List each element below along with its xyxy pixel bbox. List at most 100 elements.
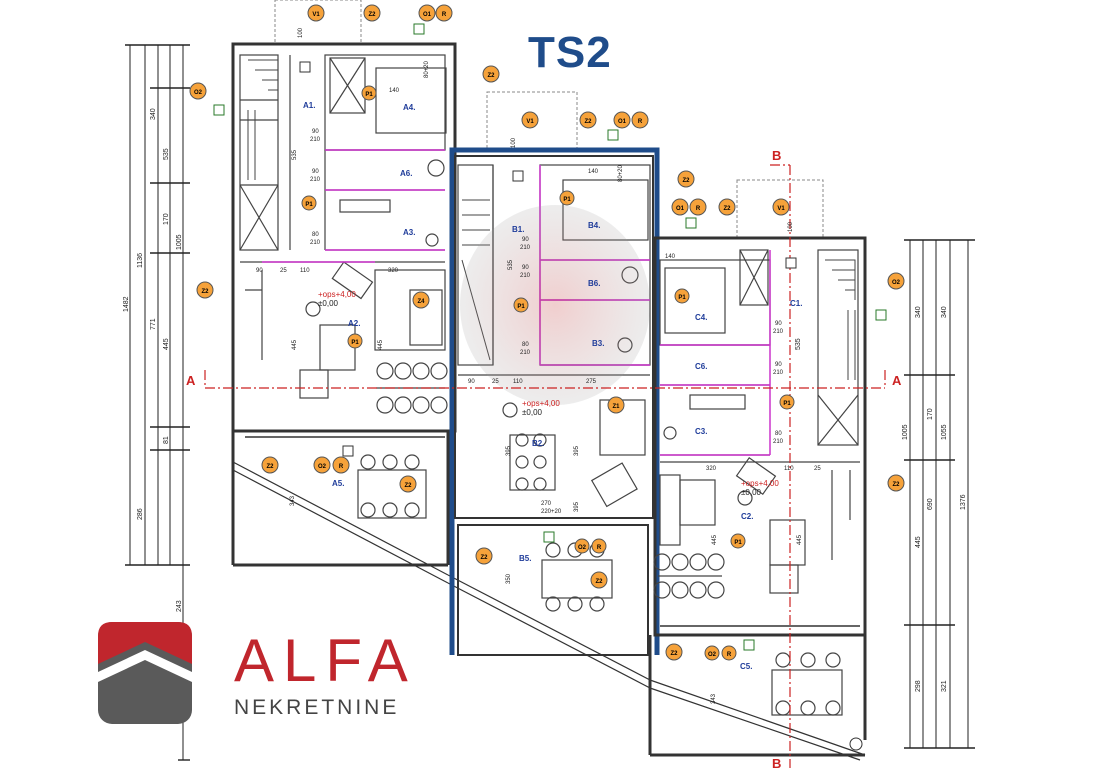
room-label: B1. [512, 225, 524, 234]
dim-text: 220+20 [541, 509, 562, 515]
svg-text:P1: P1 [517, 304, 525, 310]
tag-z2: Z2 [677, 170, 695, 188]
tag-o2: O2 [887, 272, 905, 290]
interior-vertical-dims: 100 80+20 100 80+20 100 395 395 395 350 … [290, 27, 803, 704]
svg-text:R: R [638, 119, 643, 125]
room-label: C1. [790, 299, 802, 308]
room-label: A5. [332, 479, 344, 488]
door-height: 210 [310, 177, 321, 183]
tag-o2: O2 [704, 645, 720, 661]
terrace-diagonals [232, 461, 866, 761]
interior-dimension-texts: 90 210 90 210 80 210 90 210 90 210 80 21… [256, 88, 821, 515]
tag-r: R [721, 645, 737, 661]
dim-text: 445 [915, 536, 922, 548]
room-label: C6. [695, 362, 707, 371]
dim-text: 535 [795, 338, 802, 350]
watermark-logo-shape [460, 205, 650, 405]
svg-text:O2: O2 [318, 464, 327, 470]
door-height: 210 [310, 240, 321, 246]
tag-r: R [631, 111, 649, 129]
dim-text: 81 [163, 436, 170, 444]
section-labels: A A B B [186, 148, 902, 768]
svg-text:Z2: Z2 [201, 289, 209, 295]
unit-c-walls [648, 236, 867, 757]
svg-text:V1: V1 [312, 12, 320, 18]
unit-a-stairs [247, 59, 279, 180]
dim-text: 100 [788, 221, 794, 232]
svg-text:Z1: Z1 [612, 404, 620, 410]
room-label: C2. [741, 512, 753, 521]
tag-o2: O2 [313, 456, 331, 474]
door-height: 210 [773, 439, 784, 445]
tag-r: R [591, 538, 607, 554]
dim-text: 1005 [902, 424, 909, 440]
section-mark-a-right: A [892, 373, 902, 388]
tag-z2: Z2 [399, 475, 417, 493]
svg-text:Z2: Z2 [266, 464, 274, 470]
dim-text: 690 [927, 498, 934, 510]
tag-z2: Z2 [261, 456, 279, 474]
svg-text:P1: P1 [305, 202, 313, 208]
svg-text:R: R [339, 464, 344, 470]
tag-o1: O1 [671, 198, 689, 216]
dim-text: 320 [706, 466, 717, 472]
dim-text: 350 [506, 573, 512, 584]
tag-z2: Z2 [196, 281, 214, 299]
dim-text: 320 [388, 268, 399, 274]
unit-c-stairs [825, 259, 856, 380]
dim-text: 343 [711, 693, 717, 704]
dim-text: 298 [915, 680, 922, 692]
svg-text:Z2: Z2 [487, 73, 495, 79]
door-width: 90 [522, 237, 529, 243]
section-mark-a-left: A [186, 373, 196, 388]
door-width: 80 [312, 232, 319, 238]
room-label: B6. [588, 279, 600, 288]
door-height: 210 [520, 273, 531, 279]
tag-z2: Z2 [475, 547, 493, 565]
svg-text:P1: P1 [351, 340, 359, 346]
door-width: 80 [522, 342, 529, 348]
door-width: 90 [522, 265, 529, 271]
room-labels: A1. A4. A6. A3. A2. A5. B1. B4. B6. B3. … [303, 101, 802, 671]
dim-text: 771 [150, 318, 157, 330]
section-mark-b-bottom: B [772, 756, 781, 768]
svg-text:P1: P1 [678, 295, 686, 301]
dim-text: 80+20 [618, 164, 624, 182]
room-label: A6. [400, 169, 412, 178]
tag-p1: P1 [301, 195, 317, 211]
tag-o1: O1 [613, 111, 631, 129]
dim-text: 535 [292, 149, 298, 160]
dim-text: 535 [163, 148, 170, 160]
section-line-a [204, 370, 886, 389]
room-label: B3. [592, 339, 604, 348]
door-width: 90 [775, 321, 782, 327]
section-mark-b-top: B [772, 148, 781, 163]
svg-text:O1: O1 [423, 12, 432, 18]
svg-text:R: R [696, 206, 701, 212]
level-b: +ops+4,00 [522, 399, 560, 408]
door-width: 90 [312, 169, 319, 175]
dim-text: 140 [588, 169, 599, 175]
svg-text:O2: O2 [892, 280, 901, 286]
dim-text: 140 [389, 88, 400, 94]
room-label: B5. [519, 554, 531, 563]
level-a-zero: ±0,00 [318, 299, 339, 308]
dim-text: 445 [292, 339, 298, 350]
tag-p1: P1 [674, 288, 690, 304]
room-label: A4. [403, 103, 415, 112]
dim-text: 1376 [960, 494, 967, 510]
dim-text: 321 [941, 680, 948, 692]
dim-text: 1482 [123, 296, 130, 312]
tag-z2: Z2 [363, 4, 381, 22]
svg-text:R: R [597, 545, 602, 551]
room-label: B2. [532, 439, 544, 448]
north-marker [849, 737, 863, 751]
level-a: +ops+4,00 [318, 290, 356, 299]
dim-text: 286 [137, 508, 144, 520]
svg-text:O2: O2 [708, 652, 717, 658]
dim-text: 90 [256, 268, 263, 274]
tag-z2: Z2 [887, 474, 905, 492]
dim-text: 395 [574, 501, 580, 512]
door-height: 210 [310, 137, 321, 143]
